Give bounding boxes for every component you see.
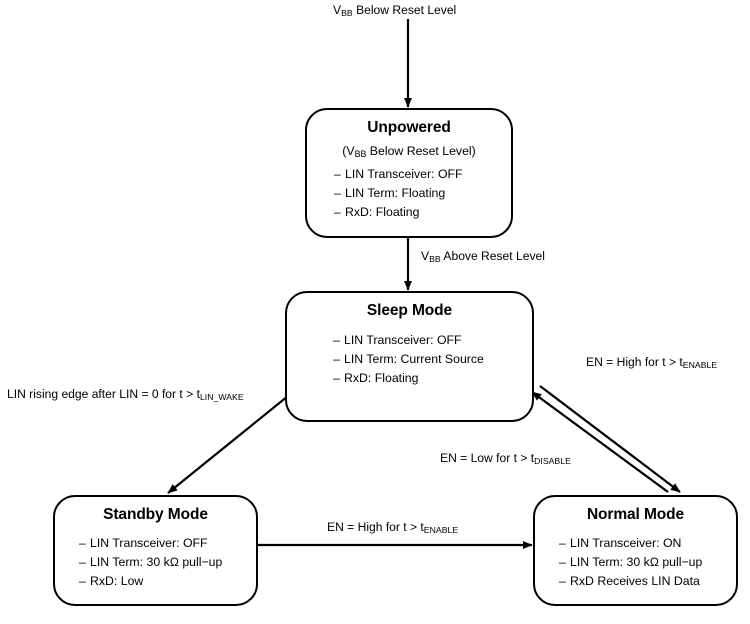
list-item-label: RxD Receives LIN Data — [570, 573, 700, 588]
list-item-label: LIN Term: 30 kΩ pull−up — [90, 554, 223, 569]
subscript-lin-wake: LIN_WAKE — [199, 392, 244, 403]
list-item: –RxD: Floating — [334, 203, 511, 222]
bullet-dash-icon: – — [334, 205, 341, 220]
list-item: –LIN Term: 30 kΩ pull−up — [559, 553, 736, 572]
state-node-sleep-mode[interactable]: Sleep Mode –LIN Transceiver: OFF –LIN Te… — [285, 291, 534, 422]
list-item-label: LIN Term: Floating — [345, 186, 446, 200]
state-item-list-sleep-mode: –LIN Transceiver: OFF –LIN Term: Current… — [333, 331, 532, 388]
edge-label-text-tail: Below Reset Level — [352, 3, 457, 17]
list-item-label: LIN Term: 30 kΩ pull−up — [570, 554, 703, 569]
edge-label-en-low-disable: EN = Low for t > tDISABLE — [440, 451, 571, 467]
bullet-dash-icon: – — [333, 332, 340, 347]
bullet-dash-icon: – — [334, 166, 341, 181]
list-item: –RxD: Floating — [333, 369, 532, 388]
bullet-dash-icon: – — [79, 554, 86, 569]
subscript-enable: ENABLE — [682, 360, 718, 371]
list-item: –LIN Term: Floating — [334, 184, 511, 203]
edge-label-vbb-above-reset: VBB Above Reset Level — [421, 249, 545, 265]
edge-label-text: EN = Low for t > t — [440, 451, 535, 465]
edge-label-text: EN = High for t > t — [327, 520, 424, 534]
state-item-list-normal-mode: –LIN Transceiver: ON –LIN Term: 30 kΩ pu… — [559, 534, 736, 591]
state-node-normal-mode[interactable]: Normal Mode –LIN Transceiver: ON –LIN Te… — [533, 495, 738, 606]
subscript-bb: BB — [341, 8, 353, 19]
subscript-bb: BB — [429, 254, 441, 265]
list-item-label: LIN Transceiver: OFF — [344, 332, 462, 347]
list-item-label: RxD: Floating — [344, 370, 419, 385]
list-item: –RxD: Low — [79, 572, 256, 591]
list-item: –LIN Transceiver: ON — [559, 534, 736, 553]
state-item-list-standby-mode: –LIN Transceiver: OFF –LIN Term: 30 kΩ p… — [79, 534, 256, 591]
edge-label-text: V — [421, 249, 430, 263]
list-item-label: LIN Transceiver: OFF — [345, 166, 463, 181]
bullet-dash-icon: – — [559, 554, 566, 569]
state-item-list-unpowered: –LIN Transceiver: OFF –LIN Term: Floatin… — [334, 165, 511, 222]
list-item-label: RxD: Floating — [345, 205, 420, 220]
bullet-dash-icon: – — [79, 535, 86, 550]
edge-label-en-high-enable-standby-to-normal: EN = High for t > tENABLE — [327, 520, 459, 536]
edge-normal-to-sleep — [531, 391, 669, 493]
edge-label-vbb-below-reset: VBB Below Reset Level — [333, 3, 457, 19]
state-title-standby-mode: Standby Mode — [103, 506, 208, 523]
edge-label-text: V — [333, 3, 342, 17]
bullet-dash-icon: – — [79, 573, 86, 588]
list-item-label: LIN Transceiver: OFF — [90, 535, 208, 550]
list-item: –LIN Transceiver: OFF — [79, 534, 256, 553]
bullet-dash-icon: – — [334, 186, 341, 200]
list-item-label: RxD: Low — [90, 573, 144, 588]
subscript-enable: ENABLE — [423, 525, 459, 536]
edge-label-text-tail: Above Reset Level — [440, 249, 545, 263]
subscript-disable: DISABLE — [534, 456, 571, 467]
list-item: –RxD Receives LIN Data — [559, 572, 736, 591]
list-item: –LIN Transceiver: OFF — [334, 165, 511, 184]
edge-sleep-to-normal — [539, 385, 681, 493]
edge-label-text: EN = High for t > t — [586, 355, 683, 369]
bullet-dash-icon: – — [333, 351, 340, 366]
state-subtitle-post: Below Reset Level) — [366, 143, 476, 158]
list-item-label: LIN Term: Current Source — [344, 351, 484, 366]
edge-label-en-high-enable-sleep-to-normal: EN = High for t > tENABLE — [586, 355, 718, 371]
state-title-sleep-mode: Sleep Mode — [366, 302, 453, 319]
state-title-normal-mode: Normal Mode — [586, 506, 685, 523]
state-subtitle-unpowered: (VBB Below Reset Level) — [307, 143, 511, 160]
bullet-dash-icon: – — [559, 535, 566, 550]
edge-sleep-to-standby — [167, 395, 289, 494]
list-item: –LIN Transceiver: OFF — [333, 331, 532, 350]
list-item: –LIN Term: 30 kΩ pull−up — [79, 553, 256, 572]
edge-label-lin-wake: LIN rising edge after LIN = 0 for t > tL… — [7, 387, 244, 403]
subscript-bb: BB — [354, 149, 367, 160]
state-subtitle-pre: (V — [342, 143, 355, 158]
state-title-unpowered: Unpowered — [367, 119, 451, 136]
edge-label-text: LIN rising edge after LIN = 0 for t > t — [7, 387, 200, 401]
bullet-dash-icon: – — [559, 573, 566, 588]
state-node-standby-mode[interactable]: Standby Mode –LIN Transceiver: OFF –LIN … — [53, 495, 258, 606]
list-item: –LIN Term: Current Source — [333, 350, 532, 369]
bullet-dash-icon: – — [333, 370, 340, 385]
list-item-label: LIN Transceiver: ON — [570, 535, 682, 550]
state-node-unpowered[interactable]: Unpowered (VBB Below Reset Level) –LIN T… — [305, 108, 513, 238]
